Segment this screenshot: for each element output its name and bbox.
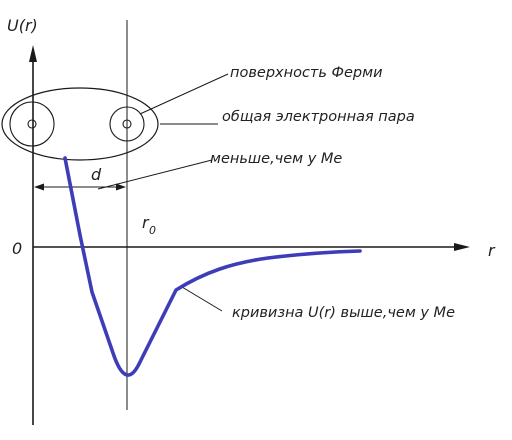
- r0-subscript: 0: [149, 224, 156, 237]
- electron-pair-ellipse: [1, 87, 159, 161]
- d-left-arrow: [34, 183, 44, 191]
- right-atom-nucleus: [122, 119, 132, 129]
- y-axis-arrow: [29, 45, 37, 62]
- less-than-me-label: меньше,чем у Me: [210, 151, 342, 167]
- curvature-label: кривизна U(r) выше,чем у Me: [232, 305, 455, 321]
- r0-label: r: [142, 213, 150, 232]
- electron-pair-label: общая электронная пара: [222, 109, 415, 125]
- fermi-surface-label: поверхность Ферми: [230, 65, 383, 81]
- left-atom-nucleus: [27, 119, 37, 129]
- leader-curvature: [181, 286, 223, 312]
- d-label: d: [91, 165, 102, 184]
- x-axis-arrow: [454, 243, 470, 251]
- leader-fermi: [139, 73, 229, 115]
- y-axis-label: U(r): [7, 16, 38, 35]
- right-atom-outer: [109, 106, 145, 142]
- leader-less: [97, 159, 213, 190]
- d-right-arrow: [116, 183, 126, 191]
- left-atom-outer: [9, 101, 55, 147]
- potential-curve: [63, 156, 362, 377]
- x-axis-label: r: [488, 241, 496, 260]
- origin-label: 0: [12, 239, 22, 258]
